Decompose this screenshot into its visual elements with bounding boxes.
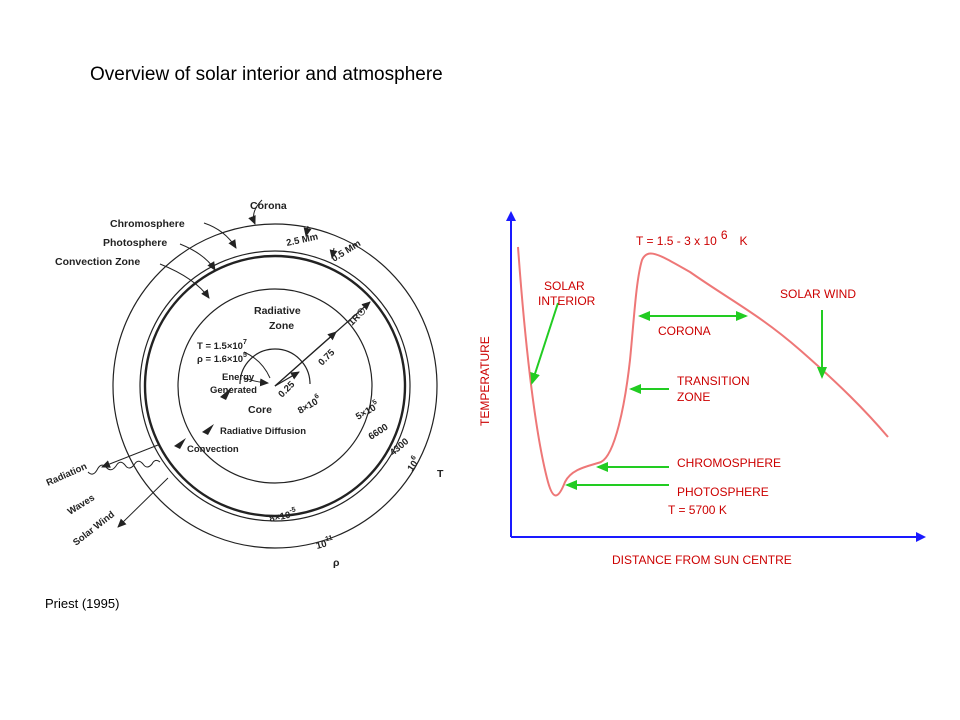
label-radiative-diffusion: Radiative Diffusion	[220, 426, 306, 437]
label-generated: Generated	[210, 385, 257, 396]
label-core: Core	[248, 404, 272, 416]
citation-caption: Priest (1995)	[45, 596, 120, 611]
energy-pointer	[244, 377, 269, 387]
label-transition-1: TRANSITION	[677, 374, 750, 388]
label-chromosphere: CHROMOSPHERE	[677, 456, 781, 470]
y-axis-label: TEMPERATURE	[478, 336, 492, 426]
label-solar-wind: SOLAR WIND	[780, 287, 856, 301]
label-thickness-05: 0.5 Mm	[330, 238, 363, 264]
radiation-arrow	[101, 444, 159, 468]
label-density-1e11: 1011	[314, 535, 335, 552]
label-core-temp: T = 1.5×107	[197, 339, 247, 352]
x-axis-label: DISTANCE FROM SUN CENTRE	[612, 553, 792, 567]
radius-025-line	[274, 371, 300, 387]
label-photosphere-temperature: T = 5700 K	[668, 503, 727, 517]
label-temp-4300: 4300	[388, 436, 411, 458]
core-param-pointer	[243, 351, 271, 379]
label-temp-6600: 6600	[367, 422, 391, 443]
label-transition-2: ZONE	[677, 390, 710, 404]
photosphere-pointer	[179, 243, 216, 271]
corona-pointer	[248, 199, 263, 225]
label-temp-8e6: 8×106	[295, 393, 324, 417]
label-corona: Corona	[250, 200, 287, 212]
label-radiation: Radiation	[45, 461, 89, 489]
slide-title: Overview of solar interior and atmospher…	[90, 64, 443, 85]
convection-zone-pointer	[159, 263, 210, 299]
chromosphere-pointer	[203, 222, 237, 249]
label-radius-1: 1R☉	[346, 305, 369, 328]
diffusion-arrow-2	[202, 424, 214, 435]
label-chromosphere: Chromosphere	[110, 218, 185, 230]
diffusion-arrow-1	[220, 387, 232, 400]
core-boundary-arc	[239, 348, 311, 385]
label-photosphere: PHOTOSPHERE	[677, 485, 769, 499]
waves-squiggle	[87, 459, 161, 475]
sun-structure-diagram: Corona Chromosphere Photosphere Convecti…	[45, 199, 444, 569]
label-convection: Convection	[187, 444, 239, 455]
solar-wind-arrow	[117, 477, 169, 528]
label-waves: Waves	[66, 492, 97, 517]
chromosphere-circle	[139, 250, 411, 522]
radiative-zone-circle	[177, 288, 373, 484]
label-convection-zone: Convection Zone	[55, 256, 140, 268]
corona-boundary-circle	[112, 223, 438, 549]
temperature-profile-graph: TEMPERATURE DISTANCE FROM SUN CENTRE T =…	[478, 211, 926, 567]
label-core-density: ρ = 1.6×105	[197, 352, 247, 365]
label-thickness-25: 2.5 Mm	[285, 231, 319, 248]
label-corona: CORONA	[658, 324, 711, 338]
label-temperature-symbol: T	[437, 468, 444, 480]
label-solar-interior-1: SOLAR	[544, 279, 585, 293]
label-energy: Energy	[222, 372, 255, 383]
radius-075-line	[274, 331, 337, 387]
photosphere-circle	[143, 254, 407, 518]
thickness-marker-top	[303, 225, 312, 237]
label-solar-wind: Solar Wind	[71, 509, 117, 548]
thickness-marker-mid	[329, 247, 338, 259]
label-radius-075: 0.75	[316, 347, 337, 368]
label-photosphere: Photosphere	[103, 237, 167, 249]
label-radiative: Radiative	[254, 305, 301, 317]
label-density-symbol: ρ	[333, 557, 340, 569]
temperature-curve	[517, 246, 889, 497]
label-density-8e5: 8×10-5	[268, 506, 298, 524]
label-solar-interior-2: INTERIOR	[538, 294, 596, 308]
arrow-solar-interior	[530, 302, 559, 385]
label-zone: Zone	[269, 320, 294, 332]
convection-arrow	[174, 438, 186, 449]
label-temp-5e5: 5×105	[353, 399, 382, 423]
label-temp-1e6: 106	[404, 454, 423, 473]
